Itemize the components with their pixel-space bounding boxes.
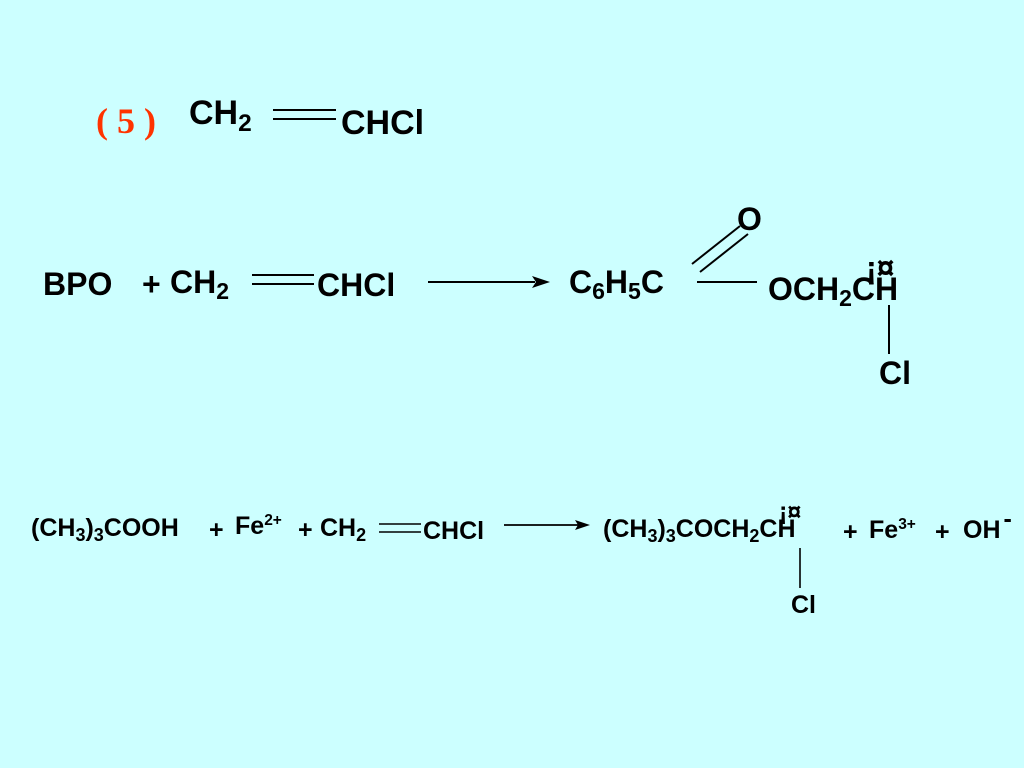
- heading-ch2: CH2: [189, 94, 252, 136]
- r1-c-sub: 6: [592, 278, 605, 305]
- r2-ch3-sub: 3: [75, 525, 86, 546]
- r2-plus1: +: [209, 516, 224, 544]
- r1-cl: Cl: [879, 355, 911, 391]
- r2-fe3: Fe3+: [869, 516, 916, 544]
- r1-bpo: BPO: [43, 266, 113, 302]
- r1-h: H: [604, 264, 629, 300]
- r2-fe2: Fe2+: [235, 512, 282, 540]
- r2-p-lparen: (CH: [603, 515, 648, 543]
- heading-chcl: CHCl: [341, 104, 425, 142]
- r1-arrow: [428, 276, 550, 288]
- r2-fe: Fe: [235, 512, 265, 540]
- r2-radical-mark: ¡¤: [779, 498, 802, 526]
- r2-tbhp: (CH3)3COOH: [31, 514, 179, 545]
- r1-h-sub: 5: [628, 278, 641, 305]
- r2-oh: OH-: [963, 506, 1012, 544]
- r1-chcl: CHCl: [317, 267, 396, 303]
- r2-p-coch: COCH: [675, 515, 750, 543]
- r1-c6h5c: C6H5C: [569, 264, 664, 303]
- r2-arrow: [504, 520, 590, 530]
- r2-plus2: +: [298, 516, 313, 544]
- r2-p-ch3-sub: 3: [647, 526, 658, 547]
- r2-cooh: COOH: [103, 514, 179, 542]
- r1-ch2-sub: 2: [216, 278, 230, 305]
- r2-paren-sub: 3: [93, 525, 104, 546]
- r1-och: OCH: [768, 271, 840, 307]
- r1-c: C: [569, 264, 593, 300]
- r2-ch2: CH2: [320, 514, 366, 545]
- heading-ch2-sub: 2: [238, 109, 252, 137]
- r1-ch: CH: [170, 264, 217, 300]
- r1-och2ch: OCH2CH: [768, 271, 899, 310]
- r2-chcl: CHCl: [423, 517, 485, 545]
- r2-p-rparen: ): [657, 515, 666, 543]
- r2-fe-charge: 2+: [264, 512, 282, 530]
- r2-ch: CH: [320, 514, 357, 542]
- r2-p-paren-sub: 3: [665, 526, 676, 547]
- r1-ch-radical-carbon: CH: [851, 271, 899, 307]
- r1-oxygen: O: [737, 201, 762, 237]
- r2-fe3-symbol: Fe: [869, 516, 899, 544]
- r2-oh-symbol: OH: [963, 516, 1001, 544]
- r2-fe3-charge: 3+: [898, 516, 916, 534]
- r2-product: (CH3)3COCH2CH: [603, 515, 796, 546]
- r2-plus4: +: [935, 518, 950, 546]
- r1-double-bond: [252, 274, 314, 285]
- heading-ch: CH: [189, 94, 239, 132]
- r1-carbonyl-bond: [691, 225, 749, 273]
- r1-radical-mark: ¡¤: [866, 250, 895, 286]
- r2-p-ch: CH: [759, 515, 796, 543]
- r2-double-bond: [379, 523, 421, 533]
- r1-och-sub: 2: [839, 285, 852, 312]
- r1-plus: +: [142, 266, 161, 302]
- r1-ch2: CH2: [170, 264, 229, 303]
- r2-p-coch-sub: 2: [749, 526, 760, 547]
- heading-double-bond: [273, 109, 336, 120]
- r2-oh-charge: -: [1003, 504, 1012, 533]
- r2-cl: Cl: [791, 591, 816, 619]
- r1-c2: C: [640, 264, 664, 300]
- r2-lparen: (CH: [31, 514, 76, 542]
- r2-ch2-sub: 2: [356, 525, 367, 546]
- reaction-number: ( 5 ): [96, 101, 156, 141]
- r2-rparen: ): [85, 514, 94, 542]
- r2-plus3: +: [843, 518, 858, 546]
